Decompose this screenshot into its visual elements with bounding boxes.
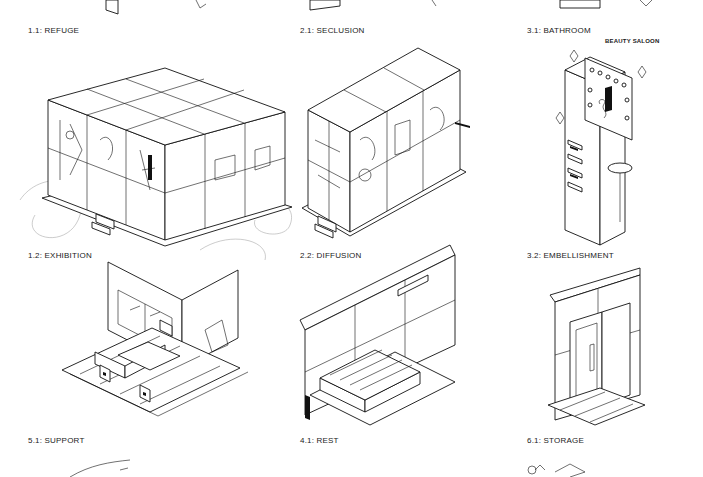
panel-title: 2.1: SECLUSION: [300, 26, 365, 35]
panel-title: 3.1: BATHROOM: [527, 26, 591, 35]
panel-title: 5.1: SUPPORT: [28, 436, 85, 445]
bottom-fragments: [70, 460, 585, 477]
panel-title: 4.1: REST: [300, 436, 339, 445]
bathroom-tower: [556, 50, 646, 245]
panel-title: 6.1: STORAGE: [527, 436, 584, 445]
panel-title: 1.1: REFUGE: [28, 26, 79, 35]
refuge-pavilion: [20, 68, 292, 260]
cut-off-fragments: [106, 0, 652, 14]
sign-text: BEAUTY SALOON: [604, 38, 661, 44]
panel-title: 3.2: EMBELLISHMENT: [527, 251, 614, 260]
diffusion-wall: [300, 245, 455, 425]
embellishment-wardrobe: [548, 268, 645, 425]
panel-title: 2.2: DIFFUSION: [300, 251, 361, 260]
panel-title: 1.2: EXHIBITION: [28, 251, 92, 260]
exhibition-unit: [62, 262, 248, 416]
seclusion-pavilion: [302, 48, 470, 238]
